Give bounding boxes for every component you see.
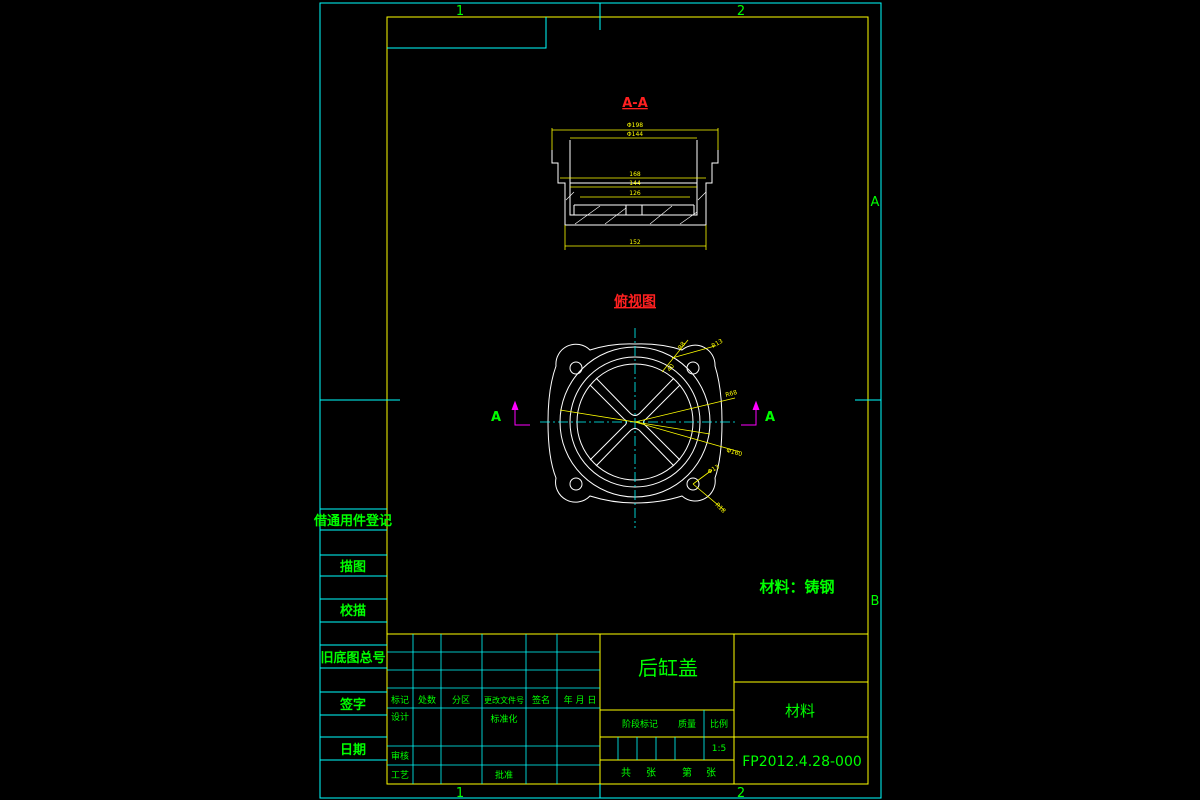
section-cut-markers	[511, 400, 760, 426]
title-block-grid	[387, 633, 868, 784]
rev-header-count: 处数	[418, 694, 436, 706]
scale-value: 1:5	[712, 744, 726, 754]
standardize-label: 标准化	[490, 713, 517, 725]
zone-label-1-top: 1	[456, 4, 464, 19]
dim-phi198: Φ198	[627, 122, 643, 129]
drawing-number: FP2012.4.28-000	[742, 754, 862, 770]
left-column-grid	[320, 508, 387, 761]
rev-header-change-doc: 更改文件号	[484, 695, 524, 705]
left-label-register: 借通用件登记	[313, 513, 392, 529]
zone-label-a: A	[871, 195, 880, 210]
topview-title: 俯视图	[614, 293, 656, 310]
sheets-unit-2: 张	[706, 767, 716, 779]
stage-label: 阶段标记	[622, 718, 658, 730]
weight-label: 质量	[678, 718, 696, 730]
zone-label-b: B	[871, 594, 880, 609]
material-cell: 材料	[785, 702, 815, 720]
sheets-unit-1: 张	[646, 767, 656, 779]
material-note: 材料：铸钢	[759, 578, 834, 596]
dim-168: 168	[629, 171, 641, 178]
section-dimensions	[551, 128, 719, 250]
rev-header-mark: 标记	[391, 694, 409, 706]
left-label-trace: 描图	[340, 559, 366, 575]
approve-label: 批准	[495, 769, 513, 781]
dim-phi144: Φ144	[627, 131, 643, 138]
zone-label-2-bottom: 2	[737, 786, 745, 800]
dim-152: 152	[629, 239, 641, 246]
top-left-box	[387, 17, 547, 49]
dim-144: 144	[629, 180, 641, 187]
dim-126: 126	[629, 190, 641, 197]
row-review: 审核	[391, 750, 409, 762]
dim-r18: R18	[714, 501, 727, 514]
topview-dimensions	[559, 339, 741, 511]
section-title: A-A	[622, 96, 648, 111]
left-label-old-drawing-no: 旧底图总号	[320, 650, 385, 666]
rev-header-date: 年 月 日	[564, 694, 597, 706]
dim-r13: R13	[711, 338, 725, 350]
sheets-total-label: 共	[621, 767, 631, 779]
scale-label: 比例	[710, 718, 728, 730]
row-process: 工艺	[391, 770, 409, 781]
sheet-no-label: 第	[682, 766, 692, 779]
dim-r8: R8	[677, 340, 687, 351]
left-label-date: 日期	[340, 743, 366, 758]
part-name: 后缸盖	[638, 656, 698, 680]
section-view	[551, 140, 719, 226]
rev-header-sign: 签名	[532, 694, 550, 706]
zone-label-1-bottom: 1	[456, 786, 464, 800]
revision-grid	[387, 634, 705, 784]
dim-r68: R68	[725, 389, 738, 399]
cut-label-right: A	[765, 410, 775, 425]
rev-header-zone: 分区	[452, 695, 470, 706]
dim-phi160: Φ160	[725, 447, 743, 458]
left-label-signature: 签字	[339, 697, 366, 713]
cut-label-left: A	[491, 410, 501, 425]
zone-label-2-top: 2	[737, 4, 745, 19]
left-label-check-trace: 校描	[340, 603, 366, 619]
row-design: 设计	[391, 711, 409, 723]
dim-40: 40	[666, 363, 676, 373]
